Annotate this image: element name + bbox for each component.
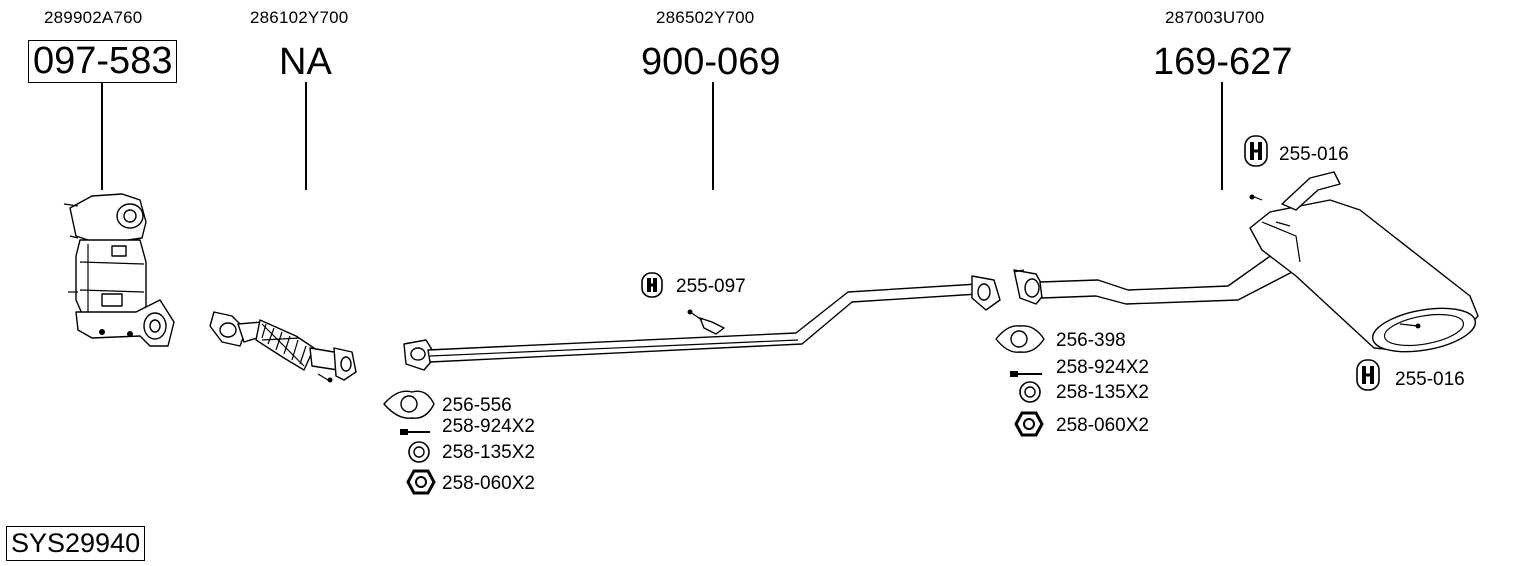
rear-nut-label[interactable]: 258-060X2 [1056, 415, 1149, 436]
oem-number-front-pipe: 286102Y700 [250, 8, 349, 27]
front-nut-label[interactable]: 258-060X2 [442, 473, 535, 494]
rear-bolt-label[interactable]: 258-924X2 [1056, 357, 1149, 378]
rear-washer-label[interactable]: 258-135X2 [1056, 382, 1149, 403]
middle-pipe-drawing[interactable] [403, 275, 1001, 371]
hanger-icon-rear-bottom [1356, 359, 1380, 391]
washer-icon [408, 441, 430, 463]
front-washer-label[interactable]: 258-135X2 [442, 442, 535, 463]
leader-line-front-pipe [305, 82, 307, 190]
part-ref-front-pipe[interactable]: NA [279, 41, 332, 83]
bolt-icon [400, 429, 430, 435]
oem-number-rear-silencer: 287003U700 [1165, 8, 1265, 27]
leader-line-catalyst [101, 82, 103, 190]
system-code: SYS29940 [6, 526, 146, 561]
hanger-icon-rear-top [1244, 135, 1268, 167]
rear-gasket-label[interactable]: 256-398 [1056, 330, 1126, 351]
hanger-label-rear-bottom[interactable]: 255-016 [1395, 369, 1465, 390]
front-gasket-label[interactable]: 256-556 [442, 395, 512, 416]
nut-icon [1014, 411, 1044, 437]
nut-icon [406, 469, 436, 495]
rear-silencer-drawing[interactable] [1013, 171, 1479, 359]
hanger-icon-middle [641, 272, 663, 298]
hanger-label-rear-top[interactable]: 255-016 [1279, 144, 1349, 165]
bolt-icon [1010, 371, 1042, 377]
oem-number-catalyst: 289902A760 [44, 8, 143, 27]
leader-line-rear-silencer [1221, 82, 1223, 190]
leader-line-middle-silencer [712, 82, 714, 190]
hanger-label-middle[interactable]: 255-097 [676, 276, 746, 297]
oem-number-middle-silencer: 286502Y700 [656, 8, 755, 27]
part-ref-rear-silencer[interactable]: 169-627 [1153, 41, 1293, 83]
washer-icon [1019, 381, 1041, 403]
gasket-icon [383, 390, 435, 419]
catalytic-converter-drawing[interactable] [63, 193, 175, 347]
front-bolt-label[interactable]: 258-924X2 [442, 416, 535, 437]
front-pipe-drawing[interactable] [209, 311, 357, 383]
part-ref-catalyst[interactable]: 097-583 [28, 40, 178, 83]
part-ref-middle-silencer[interactable]: 900-069 [641, 41, 781, 83]
gasket-icon [995, 325, 1045, 353]
